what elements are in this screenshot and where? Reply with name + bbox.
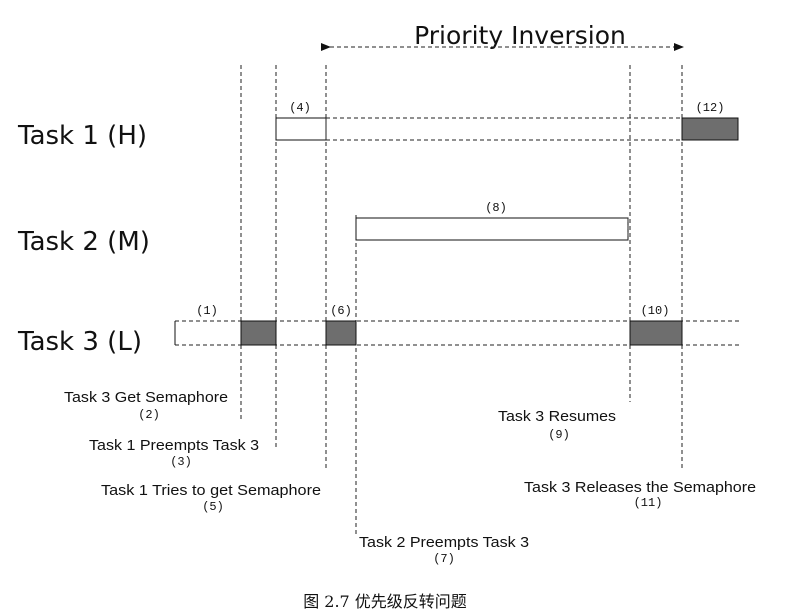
marker-10: (10)	[641, 304, 670, 318]
event-9-text: Task 3 Resumes	[498, 408, 616, 425]
task3-timeline	[174, 320, 740, 346]
task1-ready-segment	[275, 117, 326, 141]
event-11-text: Task 3 Releases the Semaphore	[524, 479, 756, 496]
task3-running-block-3	[629, 320, 683, 346]
marker-8: (8)	[485, 201, 507, 215]
marker-12: (12)	[696, 101, 725, 115]
event-2-number: (2)	[138, 408, 160, 422]
event-7-text: Task 2 Preempts Task 3	[359, 534, 529, 551]
marker-1: (1)	[196, 304, 218, 318]
event-9-number: (9)	[548, 428, 570, 442]
event-2-text: Task 3 Get Semaphore	[64, 389, 228, 406]
marker-4: (4)	[289, 101, 311, 115]
event-3-text: Task 1 Preempts Task 3	[89, 437, 259, 454]
task1-label: Task 1 (H)	[17, 121, 147, 151]
event-11-number: (11)	[634, 496, 663, 510]
event-5-number: (5)	[202, 500, 224, 514]
task2-running-segment	[355, 217, 629, 241]
event-3-number: (3)	[170, 455, 192, 469]
marker-6: (6)	[330, 304, 352, 318]
event-7-number: (7)	[433, 552, 455, 566]
task1-running-block	[681, 117, 739, 141]
task2-label: Task 2 (M)	[17, 227, 150, 257]
task2-timeline	[355, 217, 629, 241]
task3-label: Task 3 (L)	[17, 327, 142, 357]
diagram-title: Priority Inversion	[414, 21, 626, 50]
task3-running-block-1	[240, 320, 277, 346]
task3-running-block-2	[325, 320, 357, 346]
task1-timeline	[275, 117, 739, 141]
figure-caption: 图 2.7 优先级反转问题	[303, 592, 467, 611]
event-5-text: Task 1 Tries to get Semaphore	[101, 482, 321, 499]
